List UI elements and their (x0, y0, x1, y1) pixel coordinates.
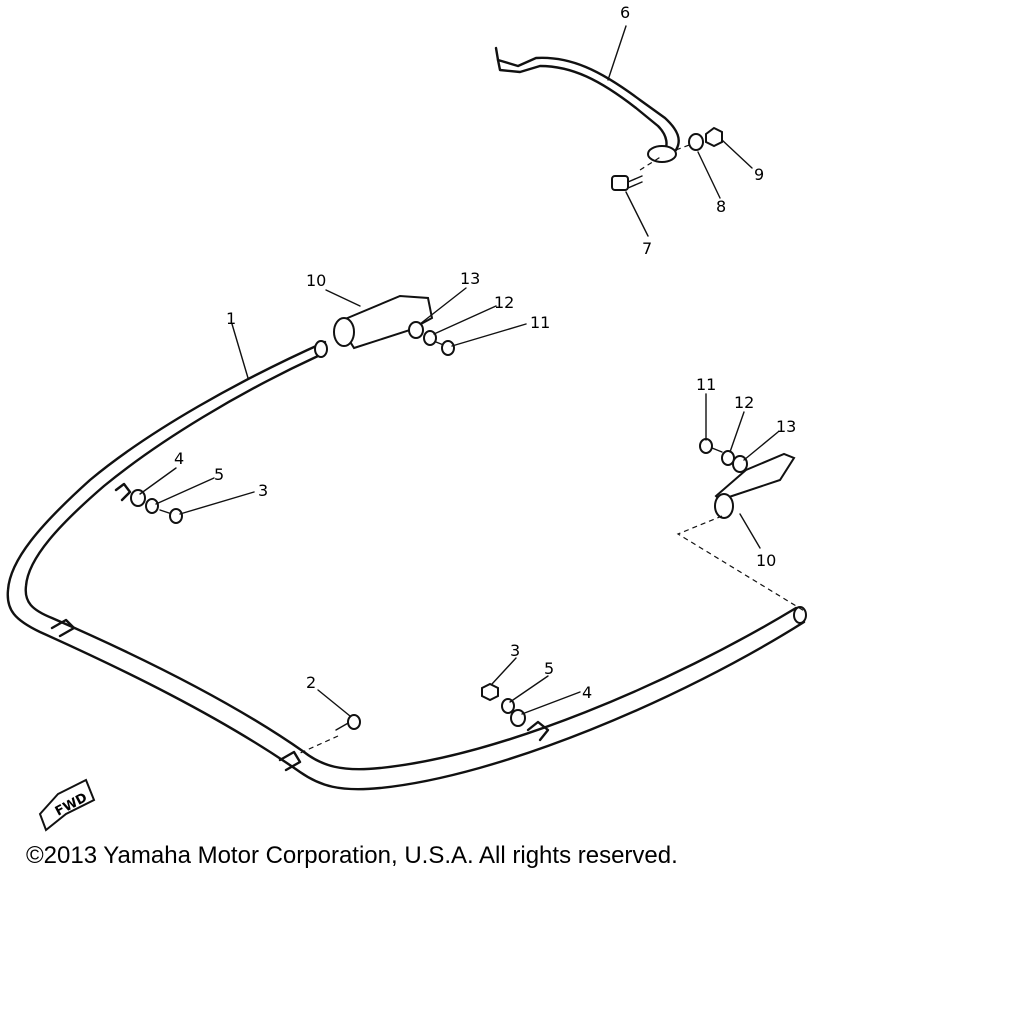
callout-12-right: 12 (734, 393, 754, 412)
bolt-7 (611, 175, 643, 191)
callout-10-top: 10 (306, 271, 326, 290)
washer-8 (688, 133, 704, 151)
washer-12-top (423, 330, 437, 346)
washer-5-left (145, 498, 159, 514)
washer-4-lower (510, 709, 526, 727)
bolt-3-lower (481, 682, 499, 702)
screw-2 (297, 714, 361, 755)
fwd-arrow-icon: FWD (38, 778, 96, 832)
callout-3-left: 3 (258, 481, 268, 500)
washer-5-lower (501, 698, 515, 714)
clamp-sleeve-right (676, 452, 807, 613)
callout-10-right: 10 (756, 551, 776, 570)
callout-13-top: 13 (460, 269, 480, 288)
callout-4-lower: 4 (582, 683, 592, 702)
washer-12-right (721, 450, 735, 466)
callout-1: 1 (226, 309, 236, 328)
bolt-11-right (699, 438, 723, 454)
bolt-3-left (159, 508, 183, 524)
washer-13-top (408, 321, 424, 339)
callout-5-lower: 5 (544, 659, 554, 678)
bolt-11-top (435, 340, 455, 356)
callout-9: 9 (754, 165, 764, 184)
callout-2: 2 (306, 673, 316, 692)
callout-11-right: 11 (696, 375, 716, 394)
clamp-sleeve-top (333, 294, 434, 350)
callout-11-top: 11 (530, 313, 550, 332)
callout-5-left: 5 (214, 465, 224, 484)
callout-labels: 6 9 8 7 10 13 12 11 1 4 5 3 11 12 13 10 … (174, 3, 796, 702)
copyright-notice: ©2013 Yamaha Motor Corporation, U.S.A. A… (26, 842, 678, 869)
washer-4-left (130, 489, 146, 507)
nut-9 (705, 126, 723, 148)
callout-13-right: 13 (776, 417, 796, 436)
main-bar (6, 340, 807, 791)
upper-bracket (494, 46, 693, 171)
callout-4-left: 4 (174, 449, 184, 468)
callout-6: 6 (620, 3, 630, 22)
callout-7: 7 (642, 239, 652, 258)
callout-8: 8 (716, 197, 726, 216)
callout-12-top: 12 (494, 293, 514, 312)
leader-lines (139, 25, 779, 717)
callout-3-lower: 3 (510, 641, 520, 660)
